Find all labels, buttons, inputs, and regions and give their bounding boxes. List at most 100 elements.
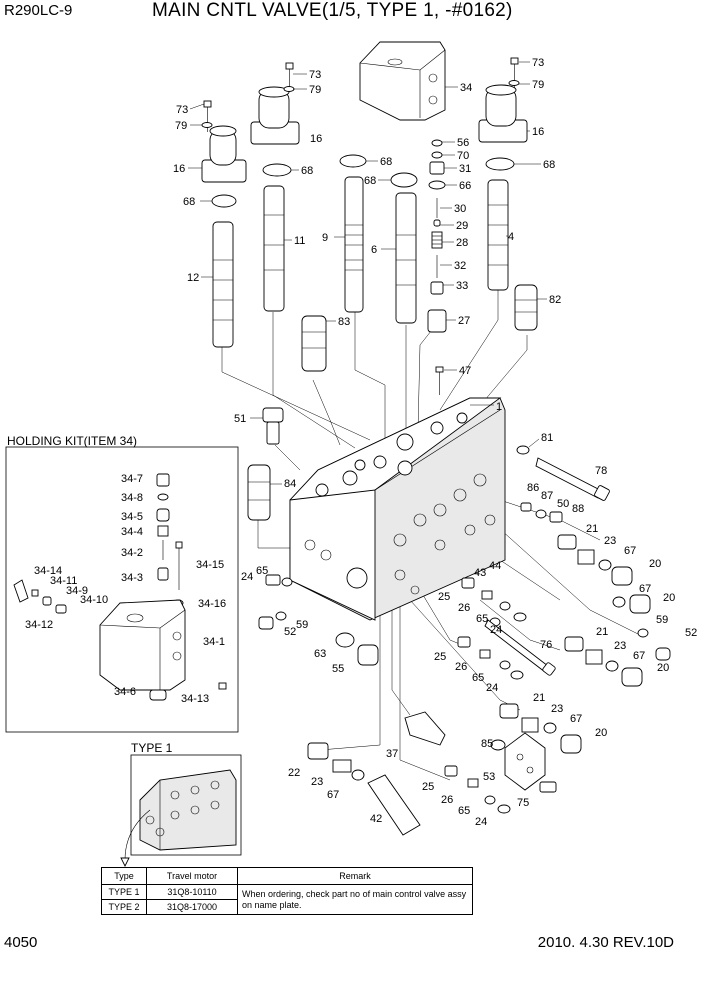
header-type: Type [101, 867, 147, 885]
callout-16: 16 [532, 126, 544, 138]
left-lower-plugs [258, 574, 379, 666]
label-leaders [188, 61, 547, 485]
callout-44: 44 [489, 560, 501, 572]
table-row: TYPE 1 31Q8-10110 When ordering, check p… [101, 884, 473, 915]
callout-32: 32 [454, 260, 466, 272]
callout-84: 84 [284, 478, 296, 490]
callout-55: 55 [332, 663, 344, 675]
callout-81: 81 [541, 432, 553, 444]
callout-28: 28 [456, 237, 468, 249]
block-37 [404, 711, 446, 746]
main-valve-body [289, 397, 506, 621]
callout-56: 56 [457, 137, 469, 149]
callout-21: 21 [596, 626, 608, 638]
page-number: 4050 [4, 934, 38, 951]
relief-valve-83 [301, 315, 327, 372]
callout-67: 67 [633, 650, 645, 662]
callout-20: 20 [649, 558, 661, 570]
bolt-73-right [508, 57, 520, 88]
row-remark: When ordering, check part no of main con… [237, 884, 473, 915]
callout-1: 1 [496, 401, 502, 413]
callout-68: 68 [301, 165, 313, 177]
bolt-73-mid [283, 62, 295, 92]
callout-68: 68 [364, 175, 376, 187]
callout-labels: 73 79 16 68 4 82 73 79 16 68 11 83 73 79… [173, 57, 697, 828]
callout-23: 23 [311, 776, 323, 788]
row-type: TYPE 2 [101, 899, 147, 915]
type1-inset-frame [130, 754, 242, 856]
callout-86: 86 [527, 482, 539, 494]
callout-88: 88 [572, 503, 584, 515]
cover-16-mid [250, 86, 300, 145]
callout-68: 68 [380, 156, 392, 168]
callout-29: 29 [456, 220, 468, 232]
callout-34-1: 34-1 [203, 636, 225, 648]
callout-33: 33 [456, 280, 468, 292]
callout-51: 51 [234, 413, 246, 425]
callout-79: 79 [175, 120, 187, 132]
plug-stack-31 [427, 139, 447, 333]
relief-valve-82 [514, 284, 538, 331]
callout-85: 85 [481, 738, 493, 750]
callout-23: 23 [614, 640, 626, 652]
guide-lines [221, 290, 641, 781]
spool-12 [212, 221, 234, 348]
cover-34 [359, 41, 446, 121]
callout-73: 73 [176, 104, 188, 116]
callout-75: 75 [517, 797, 529, 809]
bolt-73-left [201, 100, 213, 132]
spec-table-header-row: Type Travel motor Remark [101, 867, 473, 885]
revision-date: 2010. 4.30 REV.10D [537, 934, 674, 951]
callout-22: 22 [288, 767, 300, 779]
spec-table: Type Travel motor Remark TYPE 1 31Q8-101… [101, 867, 473, 915]
bolt-47 [435, 366, 444, 395]
callout-34-6: 34-6 [114, 686, 136, 698]
callout-23: 23 [604, 535, 616, 547]
callout-34-7: 34-7 [121, 473, 143, 485]
page-title: MAIN CNTL VALVE(1/5, TYPE 1, -#0162) [152, 0, 513, 21]
callout-67: 67 [624, 545, 636, 557]
callout-73: 73 [532, 57, 544, 69]
callout-66: 66 [459, 180, 471, 192]
callout-67: 67 [327, 789, 339, 801]
callout-21: 21 [533, 692, 545, 704]
table-row: TYPE 2 31Q8-17000 [101, 899, 473, 915]
spool-6 [395, 192, 417, 324]
callout-24: 24 [490, 624, 502, 636]
callout-20: 20 [657, 662, 669, 674]
spool-4 [487, 179, 509, 291]
plug-51 [262, 407, 284, 445]
callout-12: 12 [187, 272, 199, 284]
callout-34-8: 34-8 [121, 492, 143, 504]
callout-47: 47 [459, 365, 471, 377]
holding-kit-frame [5, 446, 239, 733]
callout-24: 24 [486, 682, 498, 694]
callout-34-13: 34-13 [181, 693, 209, 705]
lower-left-assembly [307, 742, 421, 836]
callout-63: 63 [314, 648, 326, 660]
tie-bolt-76 [484, 619, 556, 676]
callout-68: 68 [543, 159, 555, 171]
callout-34-14: 34-14 [34, 565, 62, 577]
cover-16-left [201, 125, 247, 183]
callout-26: 26 [441, 794, 453, 806]
callout-42: 42 [370, 813, 382, 825]
callout-50: 50 [557, 498, 569, 510]
callout-30: 30 [454, 203, 466, 215]
callout-79: 79 [309, 84, 321, 96]
callout-79: 79 [532, 79, 544, 91]
callout-26: 26 [458, 602, 470, 614]
callout-67: 67 [570, 713, 582, 725]
callout-52: 52 [685, 627, 697, 639]
callout-34: 34 [460, 82, 472, 94]
callout-34-11: 34-11 [50, 575, 77, 587]
holding-kit-labels: 34-7 34-8 34-5 34-4 34-2 34-15 34-3 34-1… [25, 473, 226, 705]
callout-24: 24 [241, 571, 253, 583]
block-53 [504, 732, 557, 793]
callout-82: 82 [549, 294, 561, 306]
o-ring-68-right [485, 157, 515, 171]
holding-kit-parts [13, 473, 227, 701]
callout-37: 37 [386, 748, 398, 760]
